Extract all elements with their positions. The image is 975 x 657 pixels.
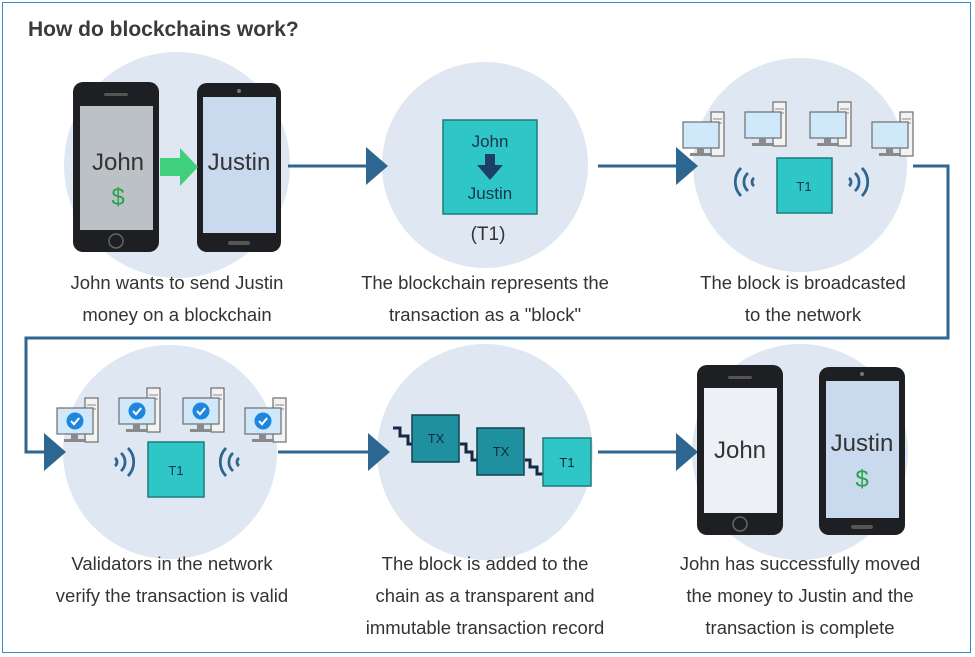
step1-recipient-phone: Justin [197, 83, 281, 252]
step6-sender-phone: John [697, 365, 783, 535]
step1-money-icon: $ [111, 184, 124, 211]
step2-block-from: John [472, 132, 509, 151]
step3-block-label: T1 [796, 179, 811, 194]
step6-recipient-name: Justin [831, 430, 894, 457]
chain-block-2: TX [493, 444, 510, 459]
step2-block-id: (T1) [471, 224, 506, 245]
step3-network: T1 [682, 101, 914, 214]
step2-caption: The blockchain represents the transactio… [361, 272, 609, 325]
checkmark-icon [191, 401, 211, 421]
right-arrow-icon [368, 433, 390, 471]
computer-icon [682, 111, 725, 157]
step4-validators: T1 [56, 387, 287, 498]
flow-connector [24, 164, 950, 454]
step6-sender-name: John [714, 437, 766, 464]
right-arrow-icon [676, 433, 698, 471]
checkmark-icon [65, 411, 85, 431]
step2-block-to: Justin [468, 184, 512, 203]
step1-sender-name: John [92, 149, 144, 176]
step3-caption: The block is broadcasted to the network [700, 272, 906, 325]
step1-recipient-name: Justin [208, 149, 271, 176]
right-arrow-icon [366, 147, 388, 185]
step6-caption: John has successfully moved the money to… [679, 553, 921, 638]
step4-caption: Validators in the network verify the tra… [55, 553, 289, 606]
step6-money-icon: $ [855, 466, 868, 493]
down-arrow-icon [477, 154, 503, 180]
step4-block-label: T1 [168, 463, 183, 478]
step1-sender-phone: John $ [73, 82, 159, 252]
step6-recipient-phone: Justin $ [819, 367, 905, 535]
step5-chain: TX TX T1 [393, 414, 592, 487]
step2-transaction-block: John Justin [442, 119, 538, 215]
right-arrow-icon [44, 433, 66, 471]
chain-block-1: TX [428, 431, 445, 446]
step1-caption: John wants to send Justin money on a blo… [70, 272, 284, 325]
diagram-title: How do blockchains work? [28, 18, 299, 41]
right-arrow-icon [676, 147, 698, 185]
chain-block-3: T1 [559, 455, 574, 470]
step5-caption: The block is added to the chain as a tra… [365, 553, 605, 638]
transfer-arrow-icon [160, 148, 198, 186]
checkmark-icon [253, 411, 273, 431]
checkmark-icon [127, 401, 147, 421]
